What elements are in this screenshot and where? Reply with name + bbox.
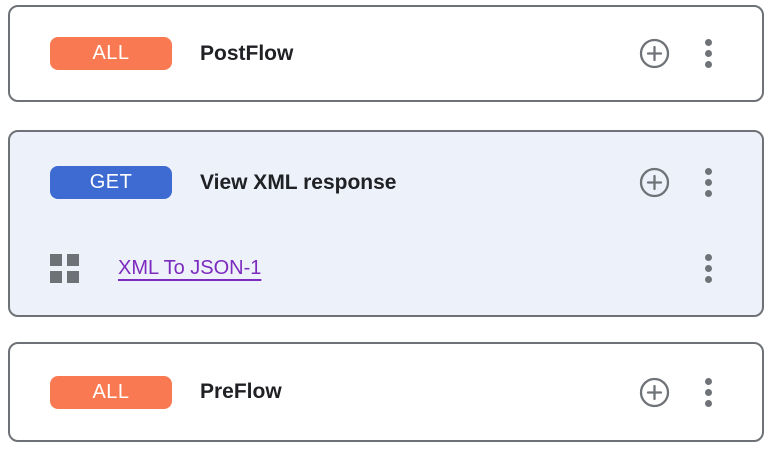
flow-header: ALL PreFlow [10,344,762,440]
flow-title: PreFlow [200,380,282,403]
policy-grid-icon [50,253,79,283]
flow-header: ALL PostFlow [10,7,762,100]
flow-actions [639,167,712,198]
flow-menu-button[interactable] [705,168,712,197]
flow-actions [639,377,712,408]
policy-menu-button[interactable] [705,253,712,283]
flow-card-postflow[interactable]: ALL PostFlow [8,5,764,102]
add-policy-button[interactable] [639,377,670,408]
flow-card-preflow[interactable]: ALL PreFlow [8,342,764,442]
flow-menu-button[interactable] [705,39,712,68]
flow-menu-button[interactable] [705,377,712,407]
kebab-menu-icon [705,168,712,197]
policy-row: XML To JSON-1 [10,233,762,303]
kebab-menu-icon [705,253,712,283]
add-policy-button[interactable] [639,38,670,69]
plus-circle-icon [639,167,670,198]
flow-title: PostFlow [200,41,294,65]
flow-header: GET View XML response [10,132,762,233]
kebab-menu-icon [705,39,712,68]
kebab-menu-icon [705,377,712,407]
method-badge: ALL [50,37,172,70]
plus-circle-icon [639,377,670,407]
flow-title: View XML response [200,170,397,194]
policy-link[interactable]: XML To JSON-1 [118,256,262,279]
flow-actions [639,38,712,69]
method-badge: ALL [50,375,172,409]
method-badge: GET [50,166,172,199]
plus-circle-icon [639,38,670,69]
add-policy-button[interactable] [639,167,670,198]
flow-card-view-xml-response[interactable]: GET View XML response XML To JSON-1 [8,130,764,317]
